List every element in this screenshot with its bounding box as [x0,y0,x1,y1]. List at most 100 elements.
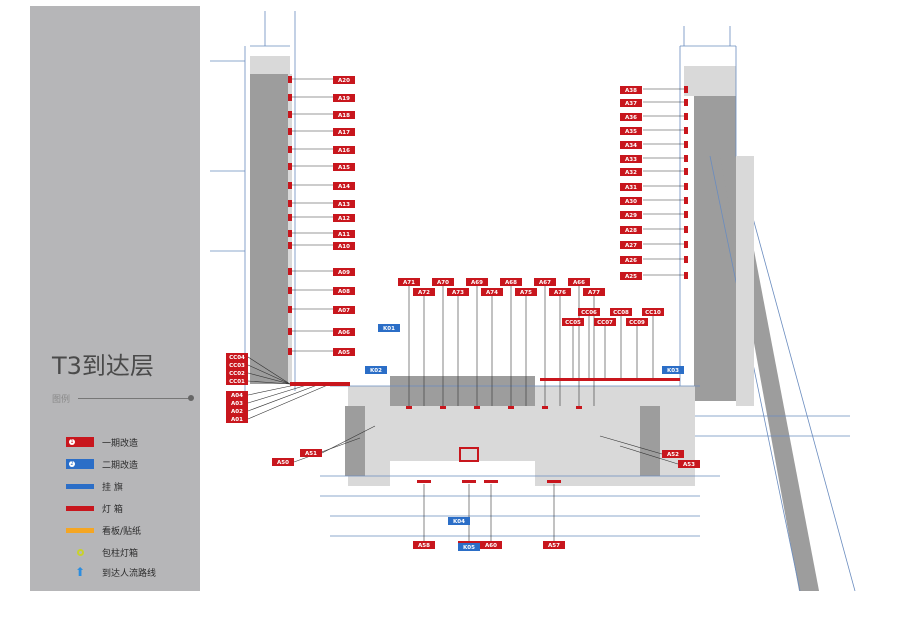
legend-label: 包柱灯箱 [102,548,139,559]
lightbox-marker [288,128,292,135]
banner-tag-K04: K04 [448,517,470,525]
svg-text:A25: A25 [625,274,637,280]
banner-tag-K05: K05 [458,543,480,551]
svg-text:K01: K01 [383,326,395,332]
gate-tag-A34: A34 [620,141,642,149]
lightbox-marker [684,168,688,175]
svg-text:A35: A35 [625,129,637,135]
lightbox-marker [288,200,292,207]
legend-item-billboard: 看板/贴纸 [66,521,141,539]
lightbox-marker [684,197,688,204]
svg-text:CC02: CC02 [229,371,245,377]
lightbox-strip [290,382,350,386]
lightbox-marker [288,230,292,237]
lightbox-marker [288,94,292,101]
gate-tag-A15: A15 [333,163,355,171]
gate-tag-A18: A18 [333,111,355,119]
lightbox-marker [684,155,688,162]
cc-tag-CC05: CC05 [562,318,584,326]
svg-text:A01: A01 [231,417,243,423]
lightbox-marker [288,268,292,275]
leader-line [599,435,663,455]
legend-item-flow: ⬆到达人流路线 [66,563,156,581]
legend-heading: 图例 [52,395,71,405]
svg-text:A74: A74 [486,290,498,296]
lightbox-marker [684,127,688,134]
gate-tag-A01: A01 [226,415,248,423]
svg-text:A02: A02 [231,409,243,415]
svg-text:A58: A58 [418,543,430,549]
svg-text:CC05: CC05 [565,320,581,326]
svg-text:A51: A51 [305,451,317,457]
gate-tag-A53: A53 [678,460,700,468]
svg-text:A67: A67 [539,280,551,286]
svg-text:A31: A31 [625,185,637,191]
svg-text:CC08: CC08 [613,310,629,316]
gate-tag-A58: A58 [413,541,435,549]
svg-text:A15: A15 [338,165,350,171]
lightbox-marker [288,163,292,170]
gate-tag-A35: A35 [620,127,642,135]
lightbox-marker [440,406,446,409]
legend-label: 到达人流路线 [102,568,157,579]
gate-tag-A73: A73 [447,288,469,296]
cc-tag-CC04: CC04 [226,353,248,361]
lightbox-marker [406,406,412,409]
lightbox-marker [684,141,688,148]
svg-text:A03: A03 [231,401,243,407]
sidebar-panel [30,6,200,591]
banner-tag-K02: K02 [365,366,387,374]
lightbox-marker [288,328,292,335]
svg-text:A07: A07 [338,308,350,314]
gate-tag-A68: A68 [500,278,522,286]
svg-text:A19: A19 [338,96,350,102]
lightbox-marker [288,306,292,313]
gate-tag-A57: A57 [543,541,565,549]
lightbox-marker [417,480,431,483]
svg-text:K04: K04 [453,519,465,525]
gate-tag-A31: A31 [620,183,642,191]
svg-text:A14: A14 [338,184,350,190]
gate-tag-A02: A02 [226,407,248,415]
lightbox-marker [462,480,476,483]
gate-tag-A29: A29 [620,211,642,219]
lightbox-marker [684,241,688,248]
svg-text:CC01: CC01 [229,379,245,385]
orange-bar-icon [66,527,94,533]
lightbox-marker [547,480,561,483]
lightbox-marker [684,86,688,93]
gate-tag-A10: A10 [333,242,355,250]
blue-bar-icon [66,483,94,489]
gate-tag-A75: A75 [515,288,537,296]
svg-text:A72: A72 [418,290,430,296]
svg-text:A73: A73 [452,290,464,296]
gate-tag-A70: A70 [432,278,454,286]
svg-text:A69: A69 [471,280,483,286]
gate-tag-A60: A60 [480,541,502,549]
gate-tag-A52: A52 [662,450,684,458]
svg-text:A34: A34 [625,143,637,149]
svg-text:A11: A11 [338,232,350,238]
legend-number: 2 [69,461,75,467]
svg-text:A70: A70 [437,280,449,286]
floor-plan: A20A19A18A17A16A15A14A13A12A11A10A09A08A… [210,11,856,591]
gate-tag-A67: A67 [534,278,556,286]
svg-text:A18: A18 [338,113,350,119]
svg-text:CC06: CC06 [581,310,597,316]
lightbox-marker [288,287,292,294]
lightbox-marker [484,480,498,483]
gate-tag-A36: A36 [620,113,642,121]
leader-line [247,364,291,385]
svg-text:A52: A52 [667,452,679,458]
svg-text:CC03: CC03 [229,363,245,369]
gate-tag-A37: A37 [620,99,642,107]
leader-line [293,437,361,463]
lightbox-marker [288,111,292,118]
gate-tag-A38: A38 [620,86,642,94]
gate-tag-A17: A17 [333,128,355,136]
svg-text:A32: A32 [625,170,637,176]
gate-tag-A14: A14 [333,182,355,190]
building-outline [210,11,856,591]
red-bar-icon [66,505,94,511]
